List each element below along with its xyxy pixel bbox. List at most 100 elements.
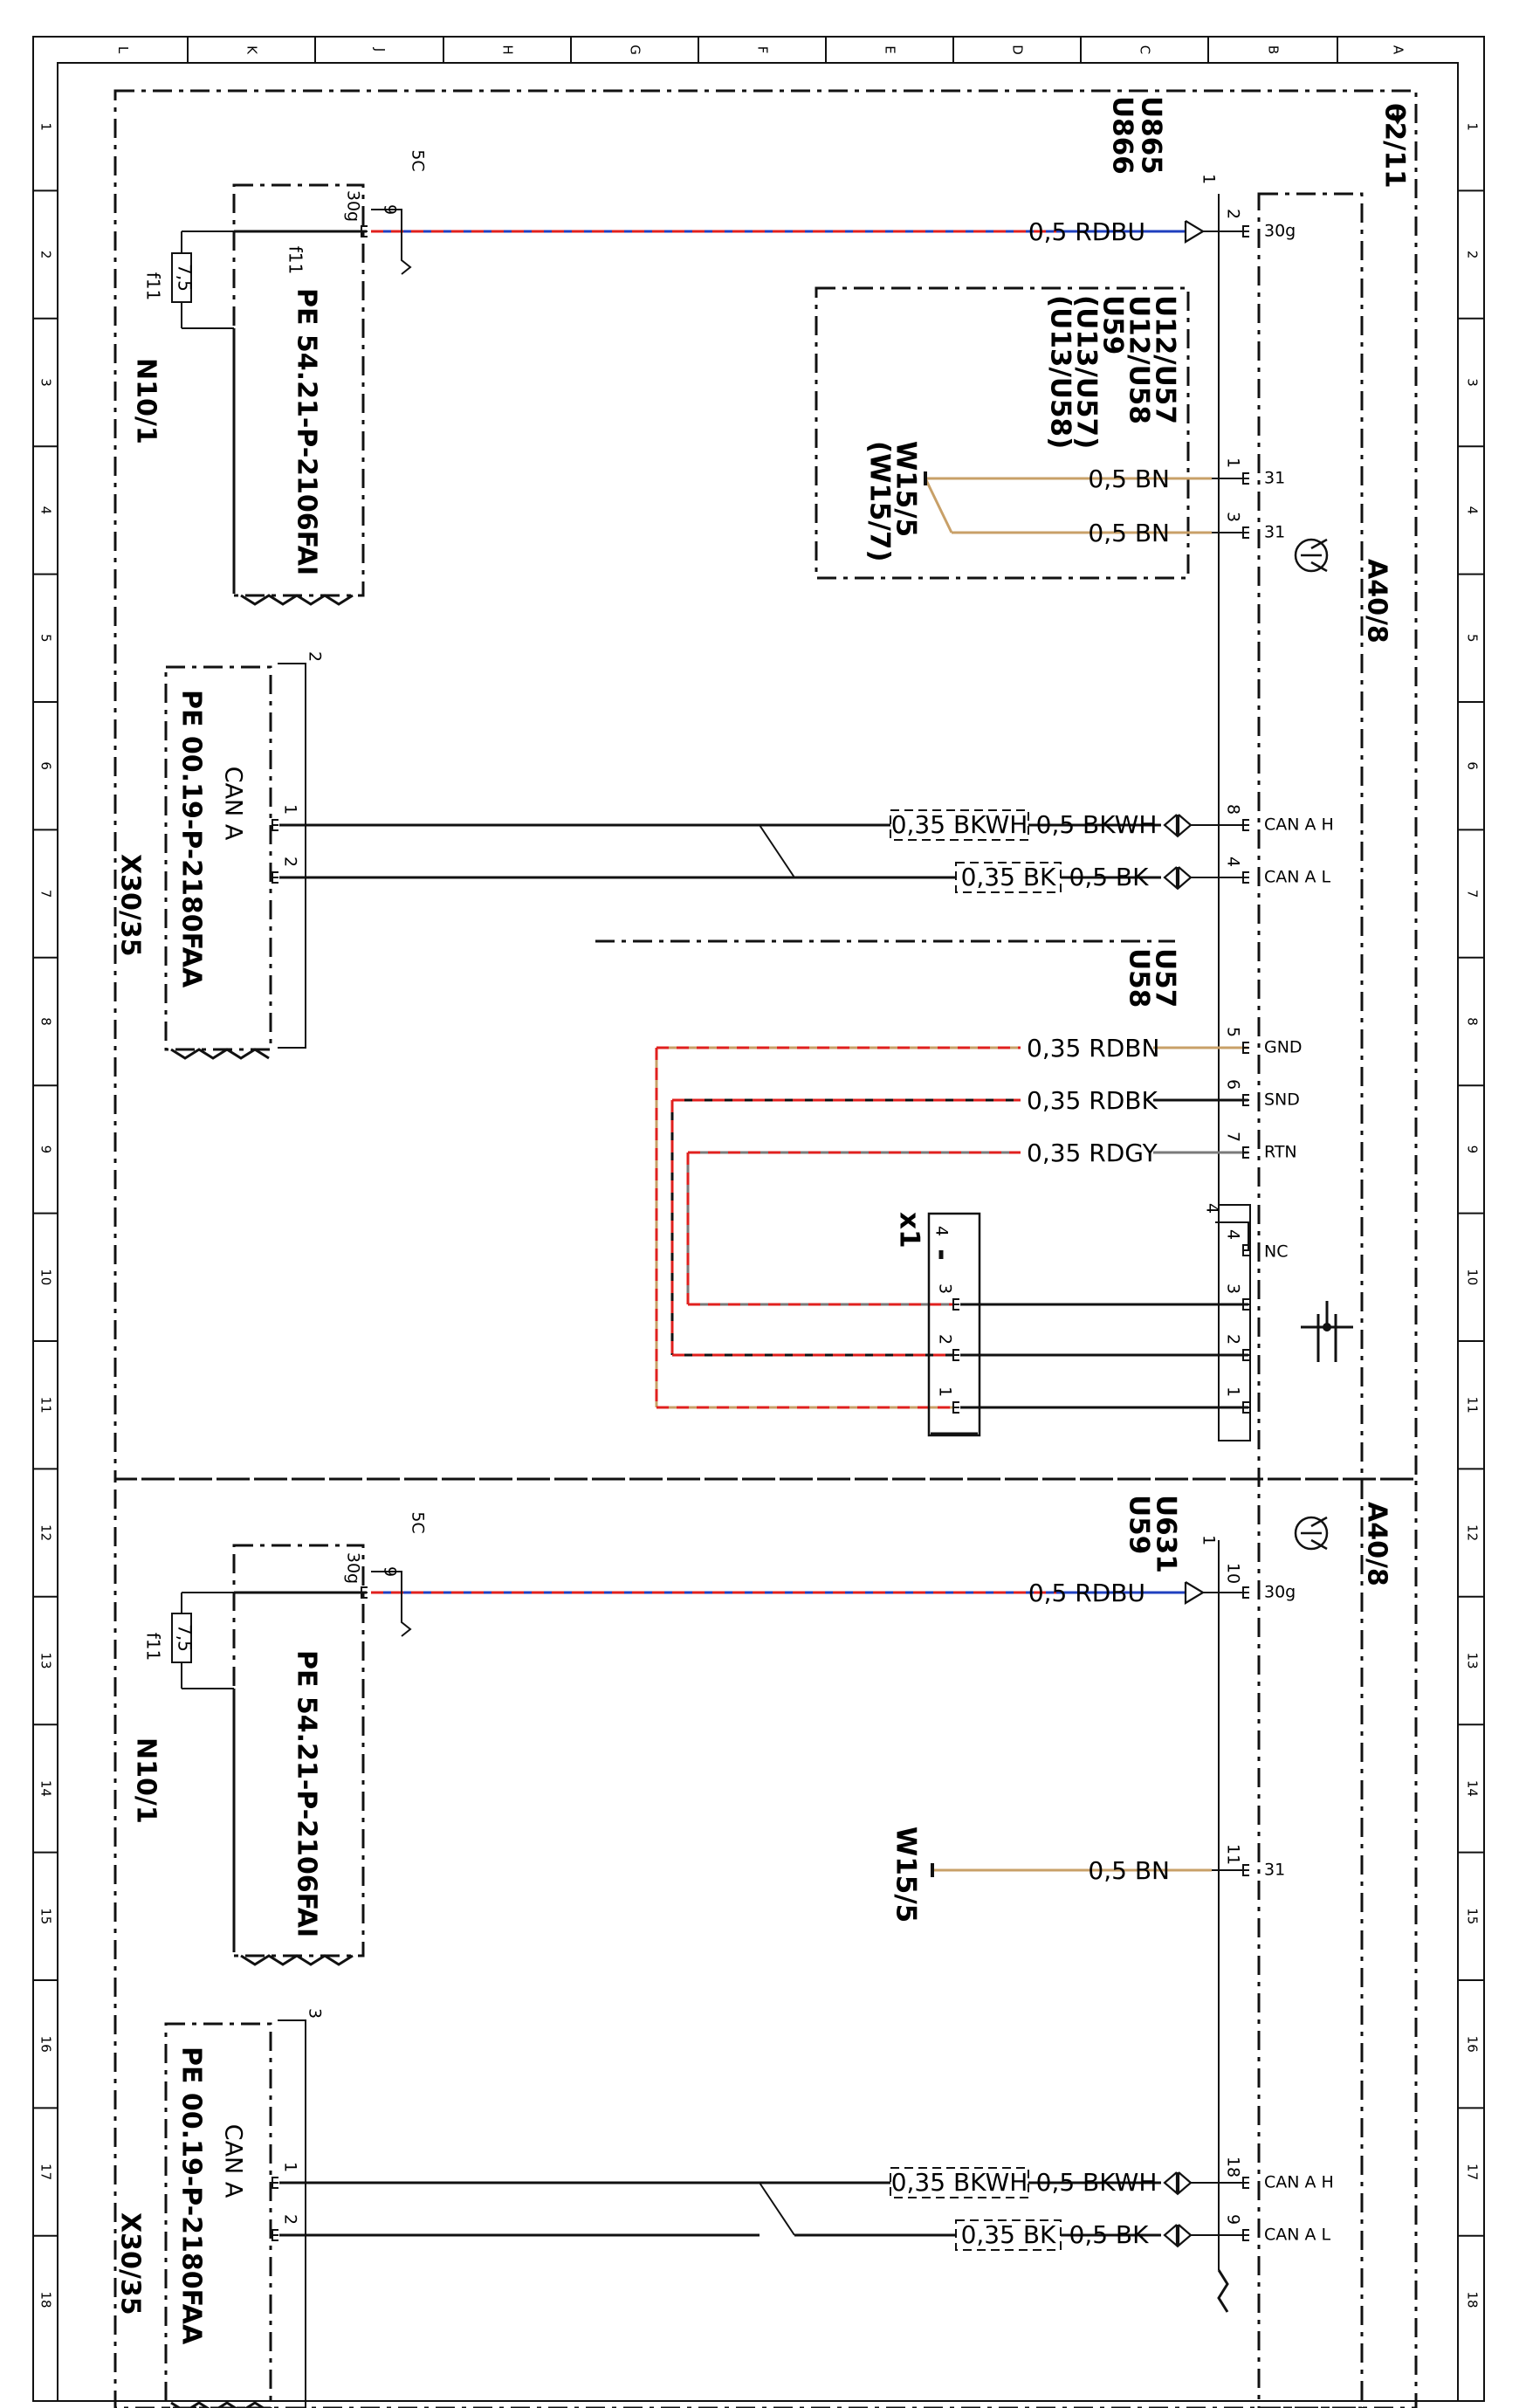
nc-pin-bracket xyxy=(1215,1221,1249,1250)
fuse-connector-bracket xyxy=(371,209,412,275)
grid-row-label: 5 xyxy=(38,634,54,643)
module-terminal-label: 30g xyxy=(1264,222,1296,241)
fuse-rating: 7,5 xyxy=(175,1624,196,1652)
module-pin-number: 8 xyxy=(1224,804,1243,815)
ground-wire xyxy=(924,478,953,533)
grid-row-label: 8 xyxy=(1465,1017,1481,1026)
can-label: CAN A xyxy=(220,767,247,841)
module-terminal-label: NC xyxy=(1264,1242,1288,1262)
variant-label-U57: U57 xyxy=(1150,948,1181,1008)
module-pin-number: 10 xyxy=(1224,1563,1243,1584)
module-pin-number: 1 xyxy=(1224,1386,1243,1397)
variant-label-U866: U866 xyxy=(1107,96,1138,175)
can-pin-number: 2 xyxy=(281,857,300,867)
can-connector-bracket xyxy=(278,2019,306,2408)
grid-row-label: 1 xyxy=(38,122,54,131)
module-pin-number: 7 xyxy=(1224,1132,1243,1142)
can-connector-label: X30/35 xyxy=(115,854,146,957)
grid-row-label: 14 xyxy=(1465,1780,1481,1797)
component-frames xyxy=(113,89,1418,2408)
module-pin-number: 4 xyxy=(1224,1229,1243,1240)
label-backdrop xyxy=(1021,1033,1153,1063)
grid-column-label: F xyxy=(755,46,771,54)
fuse-id: f11 xyxy=(143,1633,164,1662)
grid-row-label: 12 xyxy=(1465,1524,1481,1541)
fuse-pin-number: 9 xyxy=(381,1566,400,1577)
module-terminal-label: SND xyxy=(1264,1090,1300,1110)
sensor-icon xyxy=(1323,1323,1331,1331)
wire-splice-box xyxy=(955,2219,1062,2251)
ground-variant-frame xyxy=(815,286,1190,580)
grid-row-label: 8 xyxy=(38,1017,54,1026)
module-pin-number: 6 xyxy=(1224,1079,1243,1090)
wire-label: 0,5 BK xyxy=(1069,863,1150,891)
grid-row-label: 10 xyxy=(38,1269,54,1285)
can-connector-box xyxy=(164,2022,272,2408)
fuse-terminal-label: 30g xyxy=(344,1552,363,1584)
outer-border xyxy=(32,36,1485,2402)
can-connector-bracket xyxy=(278,663,306,1049)
can-connector-box xyxy=(164,665,272,1051)
wire-label: 0,35 RDGY xyxy=(1027,1139,1158,1167)
grid-row-label: 10 xyxy=(1465,1269,1481,1285)
grid-row-label: 4 xyxy=(38,506,54,515)
module-terminal-label: CAN A H xyxy=(1264,815,1334,835)
module-icon xyxy=(1294,1516,1329,1551)
connector-pin-number: 1 xyxy=(936,1386,955,1397)
module-pin-number: 1 xyxy=(1199,174,1219,184)
wire-label: 0,5 BN xyxy=(1088,464,1170,493)
bus-arrow-icon xyxy=(1177,814,1193,838)
grid-row-label: 5 xyxy=(1465,634,1481,643)
grid-row-label: 18 xyxy=(1465,2291,1481,2308)
wire-label: 0,5 BN xyxy=(1088,1856,1170,1885)
fuse-unit-label: N10/1 xyxy=(131,1737,162,1824)
grid-row-label: 13 xyxy=(38,1652,54,1668)
module-icon-lead xyxy=(1310,1538,1328,1551)
grid-column-label: G xyxy=(628,45,643,55)
module-terminal-label: RTN xyxy=(1264,1143,1297,1162)
grid-row-label: 9 xyxy=(1465,1146,1481,1154)
sheet-reference-label: 02/11 xyxy=(1379,103,1411,189)
grid-column-label: A xyxy=(1391,45,1406,55)
module-pin-number: 1 xyxy=(1199,1535,1219,1545)
sheet-border xyxy=(32,36,1485,2402)
fuse-connector-label: 5C xyxy=(409,149,428,171)
module-socket-block xyxy=(1218,1204,1251,1441)
can-connector-break xyxy=(170,1048,270,1060)
top-variant-frame xyxy=(113,89,1418,1481)
grid-row-label: 2 xyxy=(38,251,54,259)
label-backdrop xyxy=(1021,1085,1153,1115)
variant-label: (U13/U57) xyxy=(1071,295,1103,449)
fuse-unit-label: N10/1 xyxy=(131,358,162,444)
grid-row-label: 12 xyxy=(38,1524,54,1541)
grid-column-label: H xyxy=(500,45,516,54)
fuse-pin-number: 9 xyxy=(381,204,400,215)
wire-label: 0,5 RDBU xyxy=(1028,217,1145,246)
can-label: CAN A xyxy=(220,2124,247,2198)
grid-column-label: J xyxy=(372,47,388,52)
module-terminal-label: 30g xyxy=(1264,1583,1296,1602)
module-terminal-label: 31 xyxy=(1264,469,1285,488)
wire-label: 0,35 BKWH xyxy=(891,810,1028,839)
grid-row-label: 3 xyxy=(38,378,54,387)
connector-pin-number: 4 xyxy=(932,1226,952,1236)
module-pin-number: 4 xyxy=(1224,857,1243,867)
variant-label-U58: U58 xyxy=(1124,948,1155,1008)
module-pin-number: 1 xyxy=(1224,458,1243,468)
variant-label: (U13/U58) xyxy=(1045,295,1076,449)
module-terminal-label: CAN A L xyxy=(1264,868,1331,887)
bus-arrow-icon xyxy=(1163,2171,1179,2196)
module-pin-number: 3 xyxy=(1224,1283,1243,1294)
fuse-unit-break xyxy=(240,1954,354,1966)
wire-label: 0,35 BKWH xyxy=(891,2168,1028,2197)
ground-point-label: (W15/7) xyxy=(864,441,896,562)
fuse-id: f11 xyxy=(143,272,164,301)
can-connector-label: X30/35 xyxy=(115,2212,146,2315)
bus-arrow-icon xyxy=(1163,2224,1179,2248)
module-pin-number: 9 xyxy=(1224,2214,1243,2225)
bus-arrow-icon xyxy=(1163,814,1179,838)
wire-harness xyxy=(279,230,1248,2237)
grid-row-label: 7 xyxy=(1465,890,1481,898)
grid-row-label: 13 xyxy=(1465,1652,1481,1668)
